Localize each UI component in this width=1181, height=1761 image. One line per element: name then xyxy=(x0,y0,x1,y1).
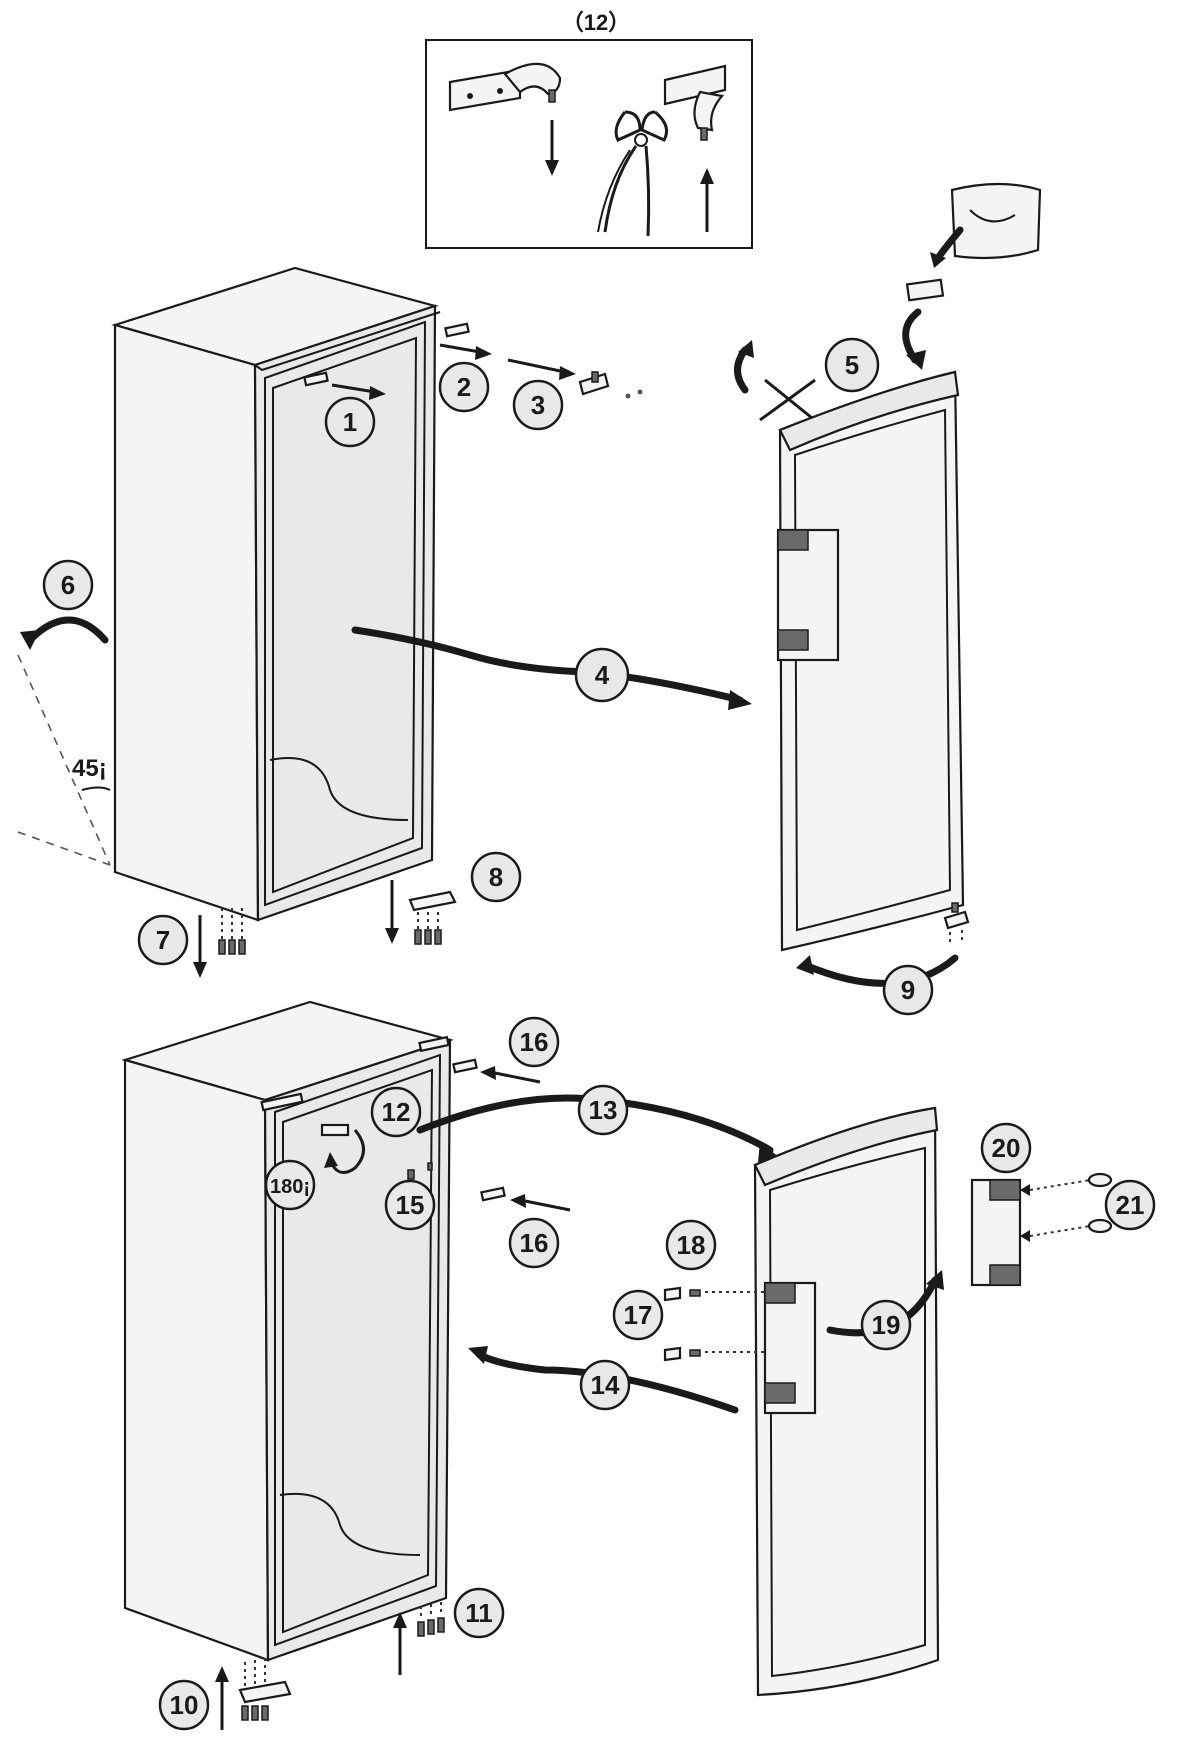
bottom-hinge-icon xyxy=(408,890,457,945)
svg-text:13: 13 xyxy=(589,1095,618,1125)
svg-text:17: 17 xyxy=(624,1300,653,1330)
rotate-angle-label: 180¡ xyxy=(270,1176,310,1198)
step-badge-16a: 16 xyxy=(508,1016,560,1068)
svg-text:5: 5 xyxy=(845,350,859,380)
svg-text:1: 1 xyxy=(343,407,357,437)
svg-text:2: 2 xyxy=(457,372,471,402)
step-badge-4: 4 xyxy=(574,647,630,703)
svg-text:14: 14 xyxy=(591,1370,620,1400)
step-badge-21: 21 xyxy=(1104,1179,1156,1231)
step-badges: 1 2 3 4 5 6 7 8 9 10 11 12 13 14 15 16 1… xyxy=(42,337,1156,1731)
door-handle-icon xyxy=(970,1178,1022,1287)
svg-text:20: 20 xyxy=(992,1133,1021,1163)
tilt-angle-label: 45¡ xyxy=(72,755,107,782)
svg-text:6: 6 xyxy=(61,570,75,600)
door-top xyxy=(776,370,965,952)
parts-bag-icon xyxy=(950,182,1042,260)
svg-text:8: 8 xyxy=(489,862,503,892)
step-badge-20: 20 xyxy=(980,1122,1032,1174)
screws-left-icon xyxy=(218,908,246,955)
svg-text:21: 21 xyxy=(1116,1190,1145,1220)
step-badge-13: 13 xyxy=(577,1084,629,1136)
step-badge-3: 3 xyxy=(512,379,564,431)
step-badge-9: 9 xyxy=(882,964,934,1016)
step-badge-16b: 16 xyxy=(508,1217,560,1269)
step-badge-6: 6 xyxy=(42,559,94,611)
svg-text:16: 16 xyxy=(520,1027,549,1057)
step-badge-2: 2 xyxy=(438,361,490,413)
step-badge-17: 17 xyxy=(612,1289,664,1341)
step-badge-18: 18 xyxy=(665,1219,717,1271)
step-badge-12: 12 xyxy=(370,1086,422,1138)
step-badge-1: 1 xyxy=(324,396,376,448)
svg-text:16: 16 xyxy=(520,1228,549,1258)
rotate-angle-badge: 180¡ xyxy=(264,1159,316,1211)
pliers-icon xyxy=(597,110,668,237)
hinge-right-icon xyxy=(663,64,727,141)
step-badge-5: 5 xyxy=(824,337,880,393)
top-hinge-icon xyxy=(578,371,610,396)
svg-text:12: 12 xyxy=(382,1097,411,1127)
step-badge-19: 19 xyxy=(860,1299,912,1351)
step-badge-15: 15 xyxy=(384,1179,436,1231)
door-bottom-hinge-icon xyxy=(943,902,970,930)
step-badge-10: 10 xyxy=(158,1679,210,1731)
svg-text:18: 18 xyxy=(677,1230,706,1260)
step-badge-8: 8 xyxy=(470,851,522,903)
bottom-hinge-reinstall-icon xyxy=(238,1658,292,1721)
svg-text:4: 4 xyxy=(595,660,610,690)
step-badge-11: 11 xyxy=(453,1587,505,1639)
svg-text:7: 7 xyxy=(156,925,170,955)
svg-text:3: 3 xyxy=(531,390,545,420)
svg-text:15: 15 xyxy=(396,1190,425,1220)
inset-hinge-detail: （12） xyxy=(425,10,753,249)
door-bottom xyxy=(753,1106,940,1697)
svg-text:10: 10 xyxy=(170,1690,199,1720)
fridge-body-top xyxy=(111,266,470,922)
svg-text:11: 11 xyxy=(465,1598,493,1628)
svg-text:9: 9 xyxy=(901,975,915,1005)
inset-title: （12） xyxy=(562,10,630,35)
svg-text:19: 19 xyxy=(872,1310,901,1340)
hinge-left-icon xyxy=(448,62,562,112)
step-badge-7: 7 xyxy=(137,914,189,966)
screws-right-icon xyxy=(417,1602,445,1637)
step-badge-14: 14 xyxy=(579,1359,631,1411)
